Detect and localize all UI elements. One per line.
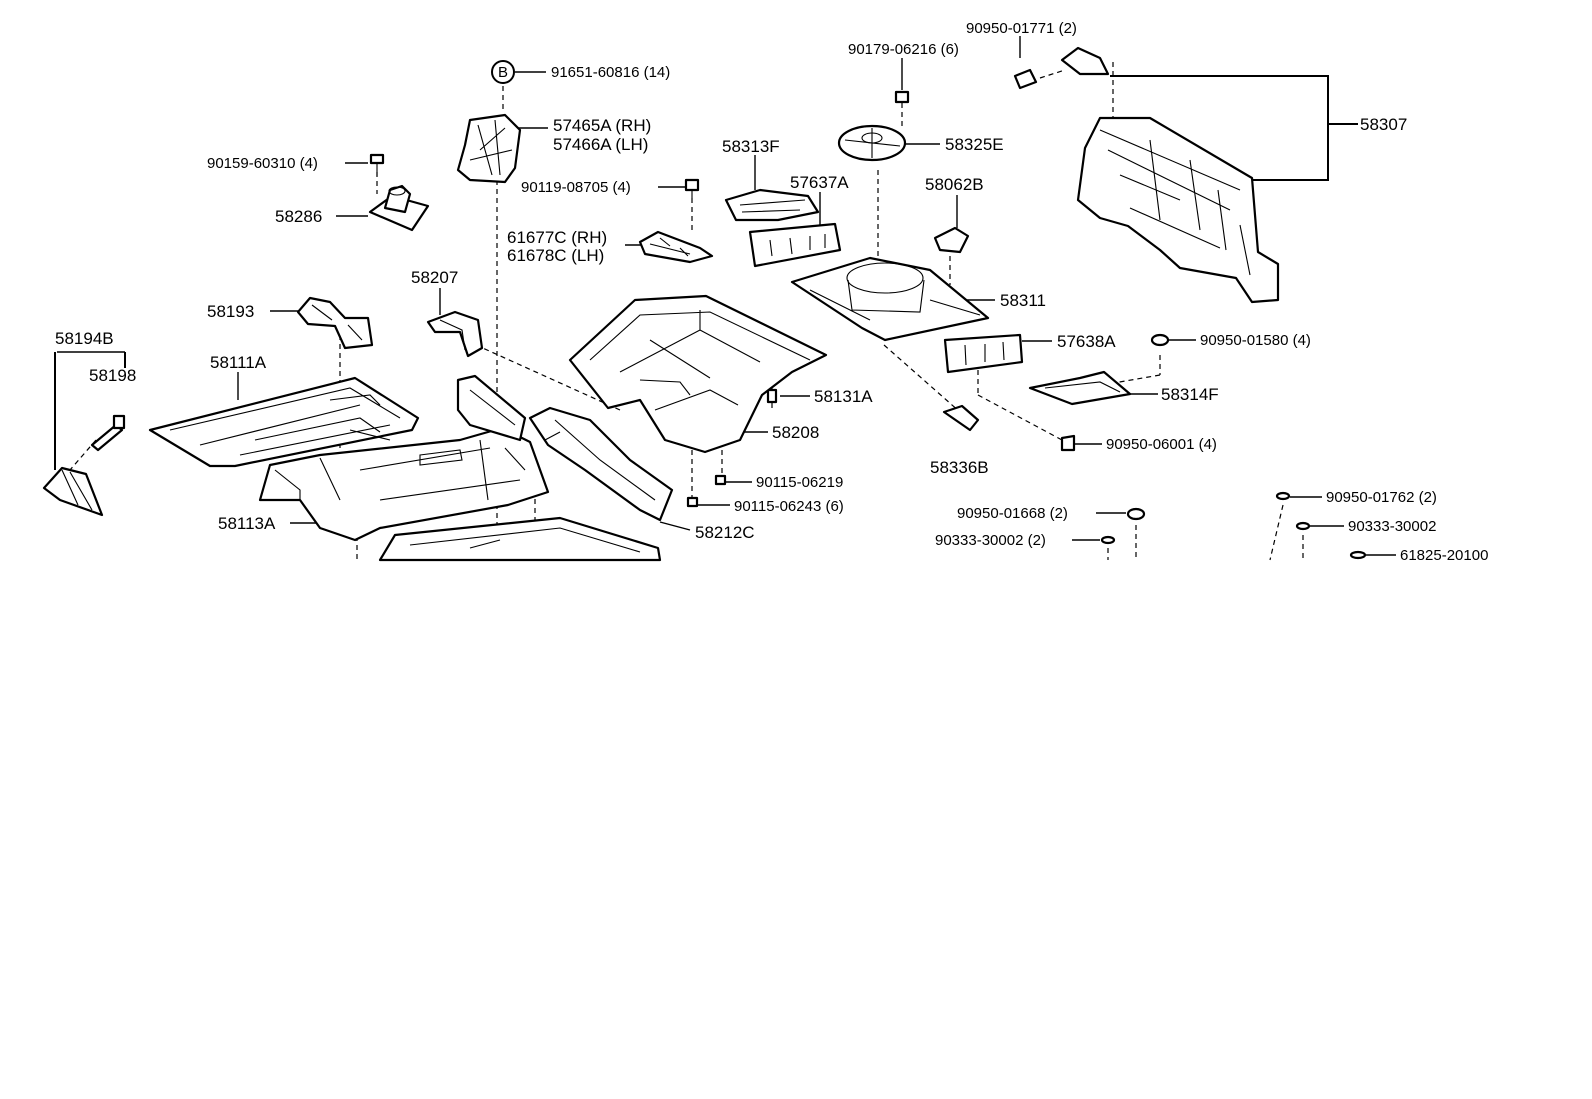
label-90159-60310: 90159-60310 (4) <box>207 155 318 172</box>
part-bolt-90179 <box>894 90 910 104</box>
part-plug-90950-01771 <box>1013 68 1038 90</box>
part-58194b-cover <box>42 466 104 517</box>
label-58212c: 58212C <box>695 523 755 542</box>
label-90333-30002: 90333-30002 <box>1348 518 1436 535</box>
label-90119-08705: 90119-08705 (4) <box>521 179 631 196</box>
label-61825-20100: 61825-20100 <box>1400 547 1488 564</box>
label-57637a: 57637A <box>790 173 849 192</box>
label-57466a: 57466A (LH) <box>553 135 648 154</box>
part-58311-wheel-pan <box>790 256 990 342</box>
label-58193: 58193 <box>207 302 254 321</box>
label-58336b: 58336B <box>930 458 989 477</box>
part-plug-90950-01580 <box>1150 333 1170 347</box>
part-58111a-floor-pan <box>148 376 420 468</box>
part-bolt-90119 <box>684 178 700 198</box>
label-circle-b: B <box>498 64 508 81</box>
part-lower-floor <box>378 516 662 562</box>
part-bolt-90159 <box>369 153 385 176</box>
part-58307-back-panel <box>1060 46 1280 304</box>
label-58286: 58286 <box>275 207 322 226</box>
part-58286-boot <box>368 184 430 232</box>
part-58113a-floor <box>258 426 550 542</box>
part-labels: B 91651-60816 (14) 57465A (RH) 57466A (L… <box>55 20 1488 564</box>
part-58207-bracket <box>426 310 484 358</box>
label-61678c: 61678C (LH) <box>507 246 604 265</box>
label-58113a: 58113A <box>218 514 276 533</box>
part-61677c-bracket <box>638 230 714 264</box>
label-58208: 58208 <box>772 423 819 442</box>
part-circle-b-fastener <box>491 60 515 84</box>
label-90115-06243: 90115-06243 (6) <box>734 498 844 515</box>
bracket-58307 <box>1110 75 1358 181</box>
part-58313f-panel <box>724 188 820 222</box>
part-washers <box>1100 491 1367 560</box>
label-58313f: 58313F <box>722 137 780 156</box>
part-58314f-panel <box>1028 370 1132 406</box>
label-58111a: 58111A <box>210 353 267 372</box>
label-90950-01668: 90950-01668 (2) <box>957 505 1068 522</box>
label-61677c: 61677C (RH) <box>507 228 607 247</box>
leader-lines <box>57 36 1396 556</box>
assembly-dashed-lines <box>69 62 1304 561</box>
part-58212c-member <box>528 406 674 522</box>
bracket-58194b <box>54 352 126 470</box>
label-91651-60816: 91651-60816 (14) <box>551 64 670 81</box>
part-57465a-bracket <box>456 113 522 184</box>
label-90115-06219: 90115-06219 <box>756 474 843 491</box>
part-57638a-panel <box>943 333 1024 374</box>
label-58198: 58198 <box>89 366 136 385</box>
label-57465a: 57465A (RH) <box>553 116 651 135</box>
part-58131a-bolt <box>766 388 778 404</box>
part-57637a-panel <box>748 222 842 268</box>
blank-area <box>0 562 1592 1099</box>
part-58336b-bracket <box>942 404 980 432</box>
label-90950-01580: 90950-01580 (4) <box>1200 332 1311 349</box>
label-58307: 58307 <box>1360 115 1407 134</box>
label-90950-01771: 90950-01771 (2) <box>966 20 1077 37</box>
label-58062b: 58062B <box>925 175 984 194</box>
label-90950-01762: 90950-01762 (2) <box>1326 489 1437 506</box>
part-plug-90950-01668 <box>1126 507 1146 521</box>
label-58207: 58207 <box>411 268 458 287</box>
part-bolts-90115 <box>686 474 727 508</box>
part-58208-rear-floor <box>568 294 828 454</box>
part-58325e-holder <box>837 124 907 162</box>
part-58062b-bracket <box>933 226 970 254</box>
label-58311: 58311 <box>1000 291 1046 310</box>
label-57638a: 57638A <box>1057 332 1116 351</box>
part-58193-bracket <box>296 296 374 350</box>
part-58198-clip <box>90 414 126 452</box>
label-58131a: 58131A <box>814 387 873 406</box>
label-58194b: 58194B <box>55 329 114 348</box>
part-pad-90950-06001 <box>1060 434 1076 452</box>
label-90333-30002-2: 90333-30002 (2) <box>935 532 1046 549</box>
part-side-member <box>456 374 527 442</box>
label-90950-06001: 90950-06001 (4) <box>1106 436 1217 453</box>
label-58325e: 58325E <box>945 135 1004 154</box>
label-90179-06216: 90179-06216 (6) <box>848 41 959 58</box>
label-58314f: 58314F <box>1161 385 1219 404</box>
